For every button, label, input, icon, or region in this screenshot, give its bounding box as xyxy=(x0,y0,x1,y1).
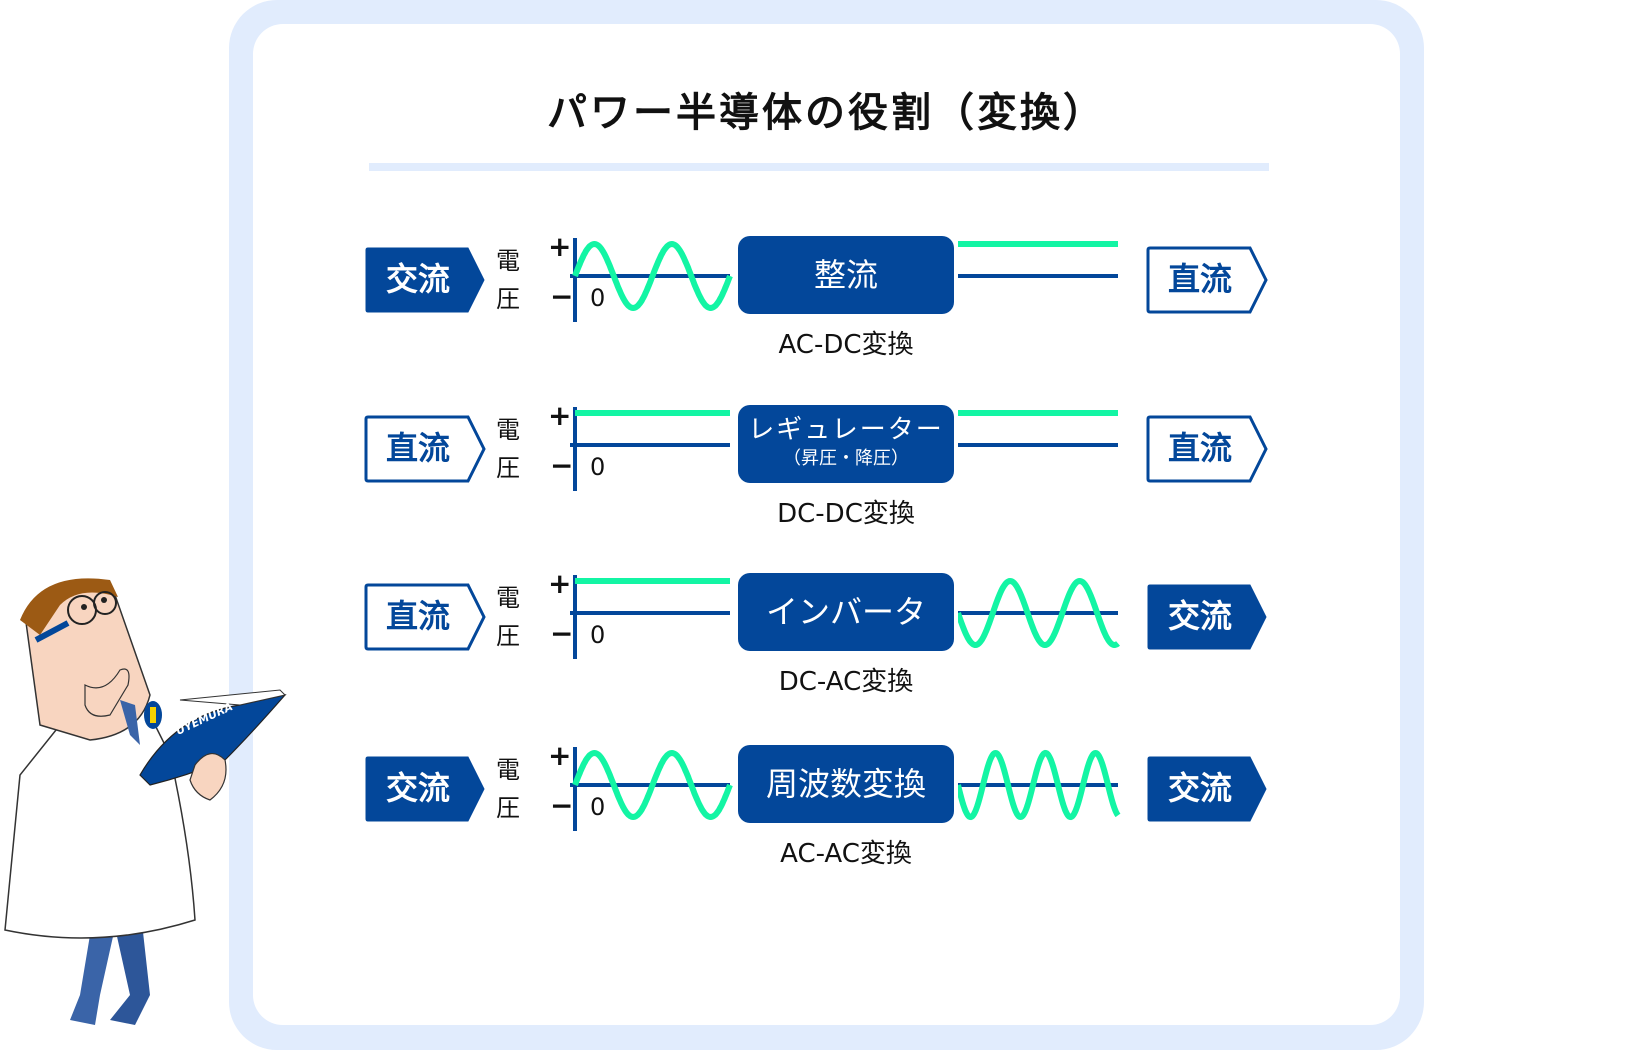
ac-signal-wave xyxy=(955,749,1121,821)
input-signal-tag: 直流 xyxy=(364,583,486,651)
tag-shape xyxy=(1146,246,1268,314)
title-divider xyxy=(369,163,1269,171)
input-signal-label: 直流 xyxy=(385,429,450,467)
converter-box: レギュレーター （昇圧・降圧） xyxy=(738,405,954,483)
input-signal-label: 直流 xyxy=(385,597,450,635)
character-coat xyxy=(4,694,196,939)
glasses-arm xyxy=(34,620,70,643)
voltage-label-bottom: 圧 xyxy=(496,285,520,313)
minus-sign: − xyxy=(550,789,574,822)
eye xyxy=(101,597,107,603)
input-waveform xyxy=(550,733,740,841)
book-icon xyxy=(139,694,287,786)
tag-shape xyxy=(364,415,486,483)
minus-sign: − xyxy=(550,280,574,313)
conversion-caption: AC-AC変換 xyxy=(780,839,912,869)
converter-sublabel: （昇圧・降圧） xyxy=(783,448,909,469)
output-waveform xyxy=(958,393,1128,501)
ac-signal-wave xyxy=(572,749,733,821)
converter-label: インバータ xyxy=(765,593,926,631)
voltage-label-top: 電 xyxy=(496,584,520,612)
tag-shape xyxy=(1146,415,1268,483)
conversion-caption: DC-AC変換 xyxy=(778,667,914,697)
tag-shape xyxy=(365,247,485,313)
tag-shape xyxy=(1147,756,1267,822)
conversion-row: 交流 電圧 + −0 整流 直流 AC-DC変換 xyxy=(0,230,1632,416)
tag-shape xyxy=(1147,584,1267,650)
voltage-label-top: 電 xyxy=(496,247,520,275)
conversion-row: 直流 電圧 + −0 レギュレーター （昇圧・降圧） 直流 DC-DC変換 xyxy=(0,399,1632,585)
input-signal-label: 交流 xyxy=(385,769,450,807)
tag-shape xyxy=(364,583,486,651)
output-signal-tag: 直流 xyxy=(1146,415,1268,483)
output-signal-tag: 交流 xyxy=(1146,583,1268,650)
output-waveform xyxy=(958,224,1128,332)
output-signal-label: 直流 xyxy=(1167,260,1232,298)
output-signal-label: 交流 xyxy=(1167,769,1232,807)
output-waveform xyxy=(955,733,1128,841)
output-signal-tag: 直流 xyxy=(1146,246,1268,314)
zero-label: 0 xyxy=(590,453,606,481)
input-waveform xyxy=(550,561,740,669)
character-hand xyxy=(189,753,227,801)
minus-sign: − xyxy=(550,449,574,482)
glasses-icon xyxy=(93,591,117,615)
plus-sign: + xyxy=(548,230,572,263)
output-signal-label: 直流 xyxy=(1167,429,1232,467)
voltage-label-top: 電 xyxy=(496,416,520,444)
voltage-label-top: 電 xyxy=(496,756,520,784)
content-panel xyxy=(253,24,1400,1025)
voltage-axis-label: 電圧 xyxy=(496,411,526,487)
converter-label: 周波数変換 xyxy=(765,765,926,803)
converter-box: インバータ xyxy=(738,573,954,651)
input-signal-tag: 交流 xyxy=(364,755,486,822)
output-signal-label: 交流 xyxy=(1167,597,1232,635)
ac-signal-wave xyxy=(572,240,733,312)
scientist-character: UYEMURA xyxy=(4,578,287,1025)
converter-box: 整流 xyxy=(738,236,954,314)
converter-label: レギュレーター xyxy=(748,415,944,445)
plus-sign: + xyxy=(548,567,572,600)
voltage-axis-label: 電圧 xyxy=(496,242,526,318)
voltage-axis-label: 電圧 xyxy=(496,579,526,655)
voltage-label-bottom: 圧 xyxy=(496,794,520,822)
output-waveform xyxy=(955,561,1128,669)
voltage-label-bottom: 圧 xyxy=(496,622,520,650)
minus-sign: − xyxy=(550,617,574,650)
eye xyxy=(81,604,87,610)
plus-sign: + xyxy=(548,399,572,432)
input-signal-tag: 交流 xyxy=(364,246,486,313)
ac-signal-wave xyxy=(955,577,1120,648)
input-waveform xyxy=(550,224,740,332)
tag-shape xyxy=(365,756,485,822)
zero-label: 0 xyxy=(590,621,606,649)
input-signal-label: 交流 xyxy=(385,260,450,298)
output-signal-tag: 交流 xyxy=(1146,755,1268,822)
converter-label: 整流 xyxy=(813,256,878,294)
conversion-row: 交流 電圧 + −0 周波数変換 交流 AC-AC変換 xyxy=(0,739,1632,925)
conversion-caption: DC-DC変換 xyxy=(777,499,915,529)
conversion-row: 直流 電圧 + −0 インバータ 交流 DC-AC変換 xyxy=(0,567,1632,753)
character-tie xyxy=(120,700,140,745)
zero-label: 0 xyxy=(590,284,606,312)
input-waveform xyxy=(550,393,740,501)
voltage-label-bottom: 圧 xyxy=(496,454,520,482)
voltage-axis-label: 電圧 xyxy=(496,751,526,827)
book-pages xyxy=(179,689,286,706)
conversion-caption: AC-DC変換 xyxy=(778,330,914,360)
plus-sign: + xyxy=(548,739,572,772)
character-hair xyxy=(20,578,118,635)
page-title: パワー半導体の役割（変換） xyxy=(547,90,1106,136)
zero-label: 0 xyxy=(590,793,606,821)
character-hand xyxy=(84,668,130,717)
converter-box: 周波数変換 xyxy=(738,745,954,823)
input-signal-tag: 直流 xyxy=(364,415,486,483)
badge-icon xyxy=(150,707,156,723)
